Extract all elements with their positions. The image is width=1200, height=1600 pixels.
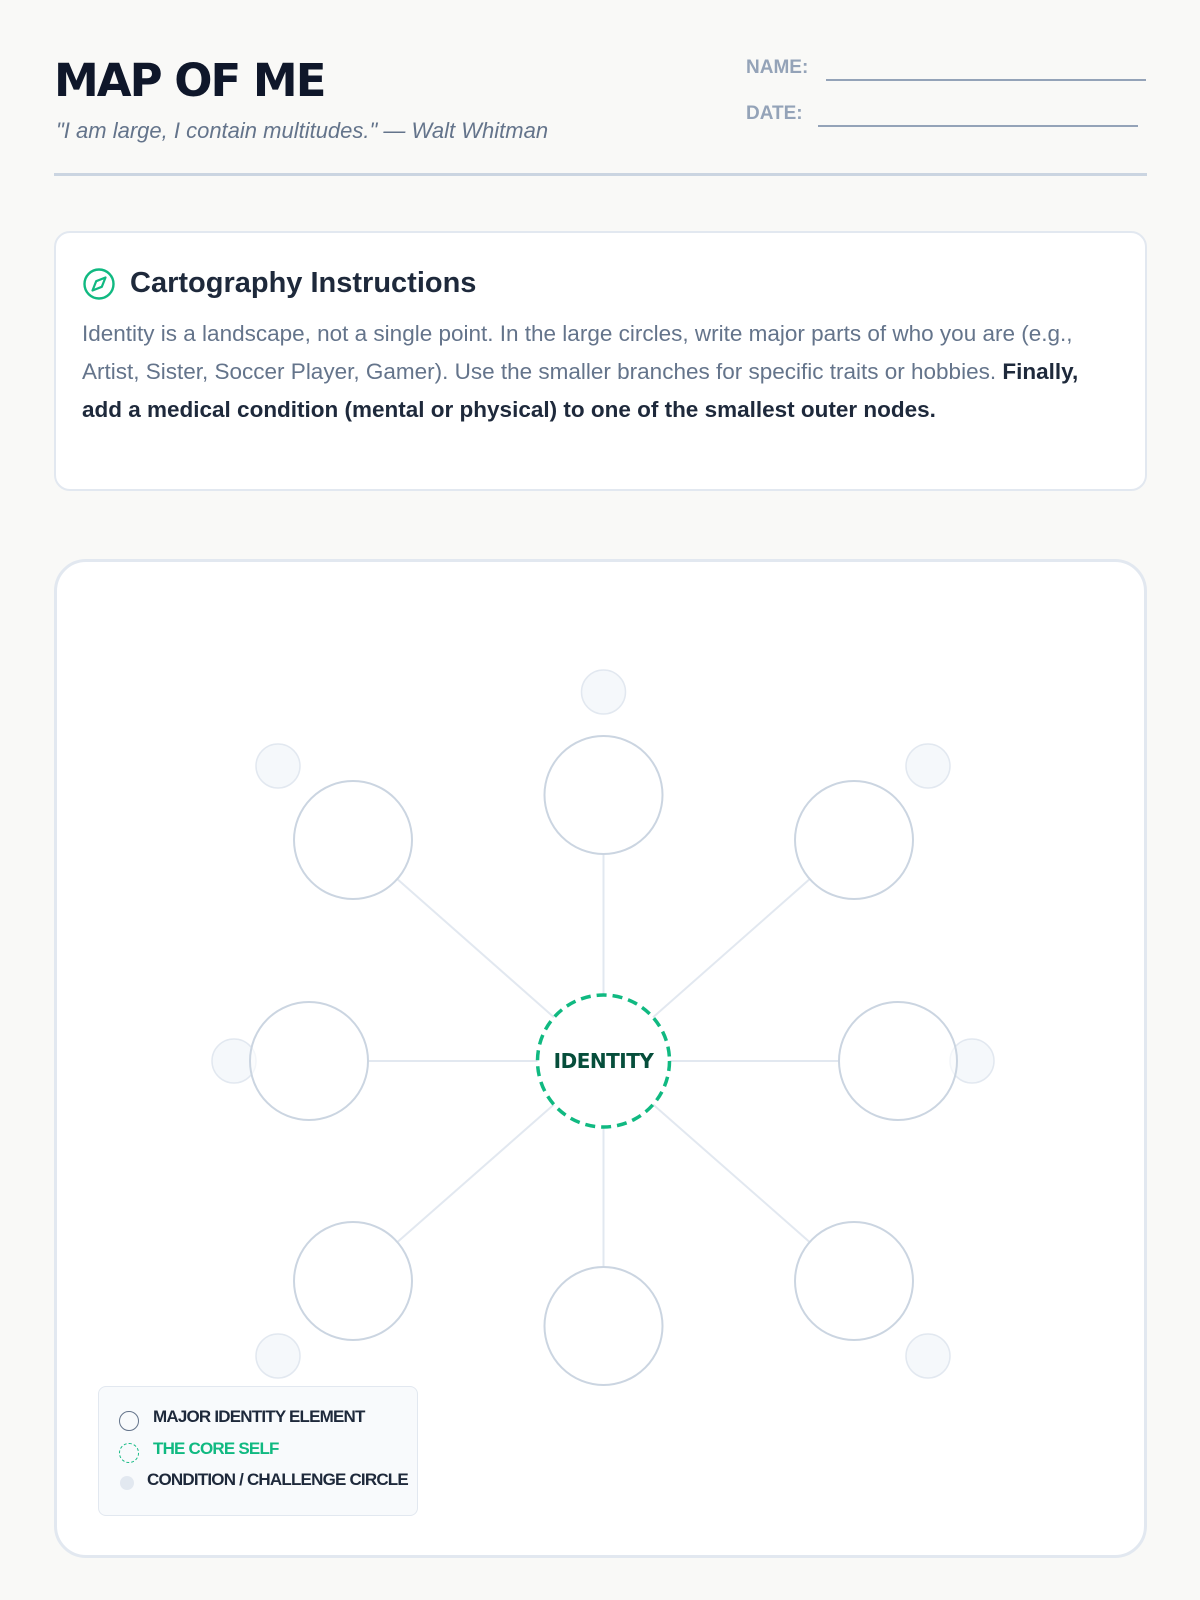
condition-node-1[interactable] <box>580 669 627 715</box>
instructions-card: Cartography Instructions Identity is a l… <box>54 231 1147 491</box>
date-label: DATE: <box>746 103 803 124</box>
instructions-title: Cartography Instructions <box>130 267 477 299</box>
major-node-5[interactable] <box>543 1266 664 1386</box>
major-node-4[interactable] <box>794 1221 914 1341</box>
identity-map: IDENTITY <box>211 669 995 1386</box>
compass-icon <box>83 268 115 300</box>
core-identity-node[interactable] <box>535 993 672 1129</box>
page-header: MAP OF ME "I am large, I contain multitu… <box>54 52 1147 176</box>
condition-node-2[interactable] <box>905 743 951 789</box>
major-swatch-icon <box>119 1411 139 1431</box>
identity-map-card: IDENTITY MAJOR IDENTITY ELEMENT THE CORE… <box>54 559 1147 1558</box>
date-line[interactable] <box>818 125 1138 127</box>
major-node-7[interactable] <box>249 1001 369 1121</box>
page-title: MAP OF ME <box>54 54 326 107</box>
connector-line-2 <box>652 878 811 1019</box>
instructions-emphasis: Finally, add a medical condition (mental… <box>82 359 1079 422</box>
legend-condition-label: CONDITION / CHALLENGE CIRCLE <box>147 1470 409 1489</box>
major-node-2[interactable] <box>794 780 914 900</box>
major-node-3[interactable] <box>838 1001 958 1121</box>
legend: MAJOR IDENTITY ELEMENT THE CORE SELF CON… <box>98 1386 418 1516</box>
condition-swatch-icon <box>120 1476 134 1490</box>
major-node-6[interactable] <box>293 1221 413 1341</box>
condition-node-4[interactable] <box>905 1333 951 1379</box>
connector-line-6 <box>396 1103 555 1243</box>
legend-core-label: THE CORE SELF <box>153 1439 279 1458</box>
major-node-1[interactable] <box>543 735 664 855</box>
connector-line-4 <box>652 1103 811 1243</box>
name-line[interactable] <box>826 79 1146 81</box>
instructions-body: Identity is a landscape, not a single po… <box>82 315 1122 429</box>
page-quote: "I am large, I contain multitudes." — Wa… <box>56 118 549 143</box>
major-node-8[interactable] <box>293 780 413 900</box>
connector-line-8 <box>396 878 555 1019</box>
condition-node-7[interactable] <box>255 743 301 789</box>
condition-node-5[interactable] <box>255 1333 301 1379</box>
core-swatch-icon <box>119 1443 139 1463</box>
name-label: NAME: <box>746 57 809 78</box>
legend-major-label: MAJOR IDENTITY ELEMENT <box>153 1407 365 1426</box>
instructions-text: Identity is a landscape, not a single po… <box>82 321 1073 384</box>
core-identity-label: IDENTITY <box>554 1049 655 1073</box>
